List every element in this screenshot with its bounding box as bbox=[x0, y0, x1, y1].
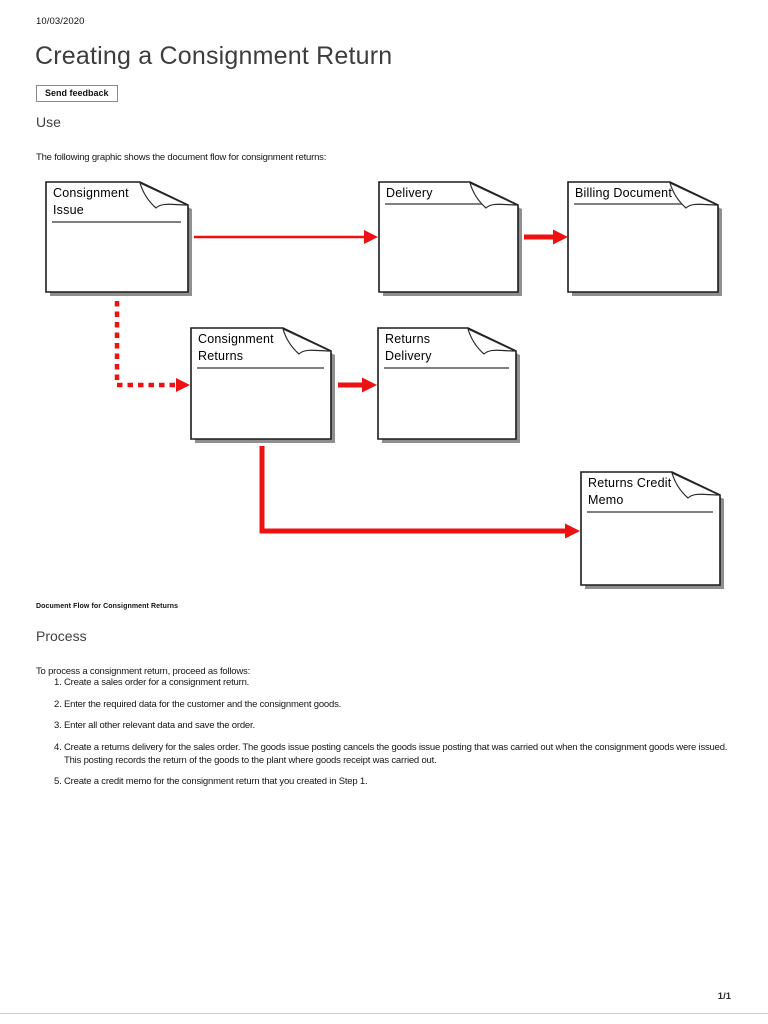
document-page-curl-icon bbox=[45, 181, 192, 296]
flow-box-consignment-issue: Consignment Issue bbox=[45, 181, 192, 296]
flow-box-returns-credit-memo: Returns Credit Memo bbox=[580, 471, 724, 589]
document-page-curl-icon bbox=[378, 181, 522, 296]
arrow-consignment-returns-to-returns-credit-memo bbox=[259, 446, 580, 539]
process-step: Enter all other relevant data and save t… bbox=[64, 719, 746, 732]
use-section-intro: The following graphic shows the document… bbox=[36, 151, 327, 163]
page-title: Creating a Consignment Return bbox=[35, 42, 393, 70]
arrow-consignment-issue-to-consignment-returns bbox=[114, 301, 190, 392]
document-page-curl-icon bbox=[580, 471, 724, 589]
flow-box-label: Consignment Returns bbox=[198, 332, 274, 363]
document-page-curl-icon bbox=[377, 327, 520, 443]
arrow-consignment-issue-to-delivery bbox=[194, 230, 378, 244]
send-feedback-button[interactable]: Send feedback bbox=[36, 85, 118, 102]
arrow-delivery-to-billing-document bbox=[524, 229, 568, 245]
flow-box-label: Consignment Issue bbox=[53, 186, 129, 217]
page-date: 10/03/2020 bbox=[36, 16, 85, 27]
document-page-curl-icon bbox=[567, 181, 722, 296]
flow-box-returns-delivery: Returns Delivery bbox=[377, 327, 520, 443]
process-section-heading: Process bbox=[36, 628, 87, 644]
flow-box-label: Billing Document bbox=[575, 186, 672, 200]
diagram-caption: Document Flow for Consignment Returns bbox=[36, 603, 179, 610]
document-page-curl-icon bbox=[190, 327, 335, 443]
process-step: Create a sales order for a consignment r… bbox=[64, 676, 746, 689]
process-section-intro: To process a consignment return, proceed… bbox=[36, 665, 251, 677]
flow-box-delivery: Delivery bbox=[378, 181, 522, 296]
process-steps-list: Create a sales order for a consignment r… bbox=[36, 676, 746, 797]
process-step: Create a returns delivery for the sales … bbox=[64, 741, 746, 767]
page-indicator: 1/1 bbox=[717, 991, 731, 1002]
flow-box-label: Delivery bbox=[386, 186, 433, 200]
flow-box-label: Returns Delivery bbox=[385, 332, 432, 363]
document-flow-diagram: Consignment Issue Delivery bbox=[0, 160, 768, 620]
process-step: Enter the required data for the customer… bbox=[64, 698, 746, 711]
use-section-heading: Use bbox=[36, 114, 61, 130]
page-bottom-divider bbox=[0, 1013, 768, 1014]
flow-box-label: Returns Credit Memo bbox=[588, 476, 672, 507]
flow-box-billing-document: Billing Document bbox=[567, 181, 722, 296]
flow-box-consignment-returns: Consignment Returns bbox=[190, 327, 335, 443]
arrow-consignment-returns-to-returns-delivery bbox=[338, 377, 377, 393]
process-step: Create a credit memo for the consignment… bbox=[64, 775, 746, 788]
